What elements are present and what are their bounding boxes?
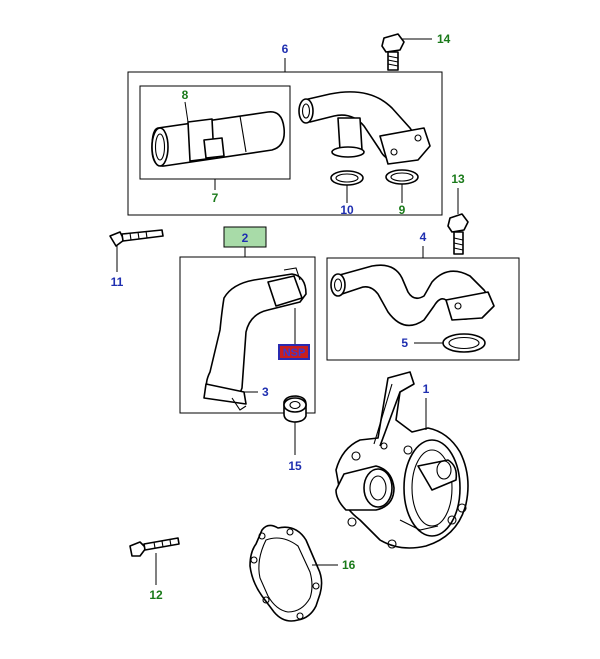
water-pump-part xyxy=(335,371,469,549)
nsp-badge-box xyxy=(278,344,310,360)
callout-9: 9 xyxy=(399,203,406,217)
group-box-2 xyxy=(179,256,316,414)
elbow-pipe-upper-part xyxy=(298,91,431,165)
stud-bolt-11-part xyxy=(109,229,164,247)
coolant-hose-part xyxy=(203,267,307,411)
callout-16: 16 xyxy=(342,558,356,572)
callout-4: 4 xyxy=(420,230,427,244)
grommet-15-part xyxy=(283,395,307,423)
callout-10: 10 xyxy=(340,203,354,217)
callout-13: 13 xyxy=(451,172,465,186)
bolt-12-part xyxy=(129,537,180,557)
callout-12: 12 xyxy=(149,588,163,602)
callout-11: 11 xyxy=(111,275,124,289)
callout-3: 3 xyxy=(262,385,269,399)
callout-2: 2 xyxy=(242,231,249,245)
callout-6: 6 xyxy=(282,42,289,56)
leader-8 xyxy=(184,101,189,123)
bolt-14-part xyxy=(381,33,405,71)
coolant-tube-part xyxy=(151,111,286,167)
callout-14: 14 xyxy=(437,32,451,46)
o-ring-10-part xyxy=(330,170,364,186)
callout-1: 1 xyxy=(423,382,430,396)
callout-8: 8 xyxy=(182,88,189,102)
o-ring-5-part xyxy=(442,333,486,353)
gasket-16-part xyxy=(249,524,323,622)
elbow-pipe-4-part xyxy=(330,264,495,327)
nsp-badge-label: NSP xyxy=(283,347,306,359)
callout-15: 15 xyxy=(288,459,302,473)
callout-5: 5 xyxy=(401,336,408,350)
bolt-13-part xyxy=(447,213,469,255)
o-ring-9-part xyxy=(385,169,419,185)
callout-7: 7 xyxy=(212,191,219,205)
